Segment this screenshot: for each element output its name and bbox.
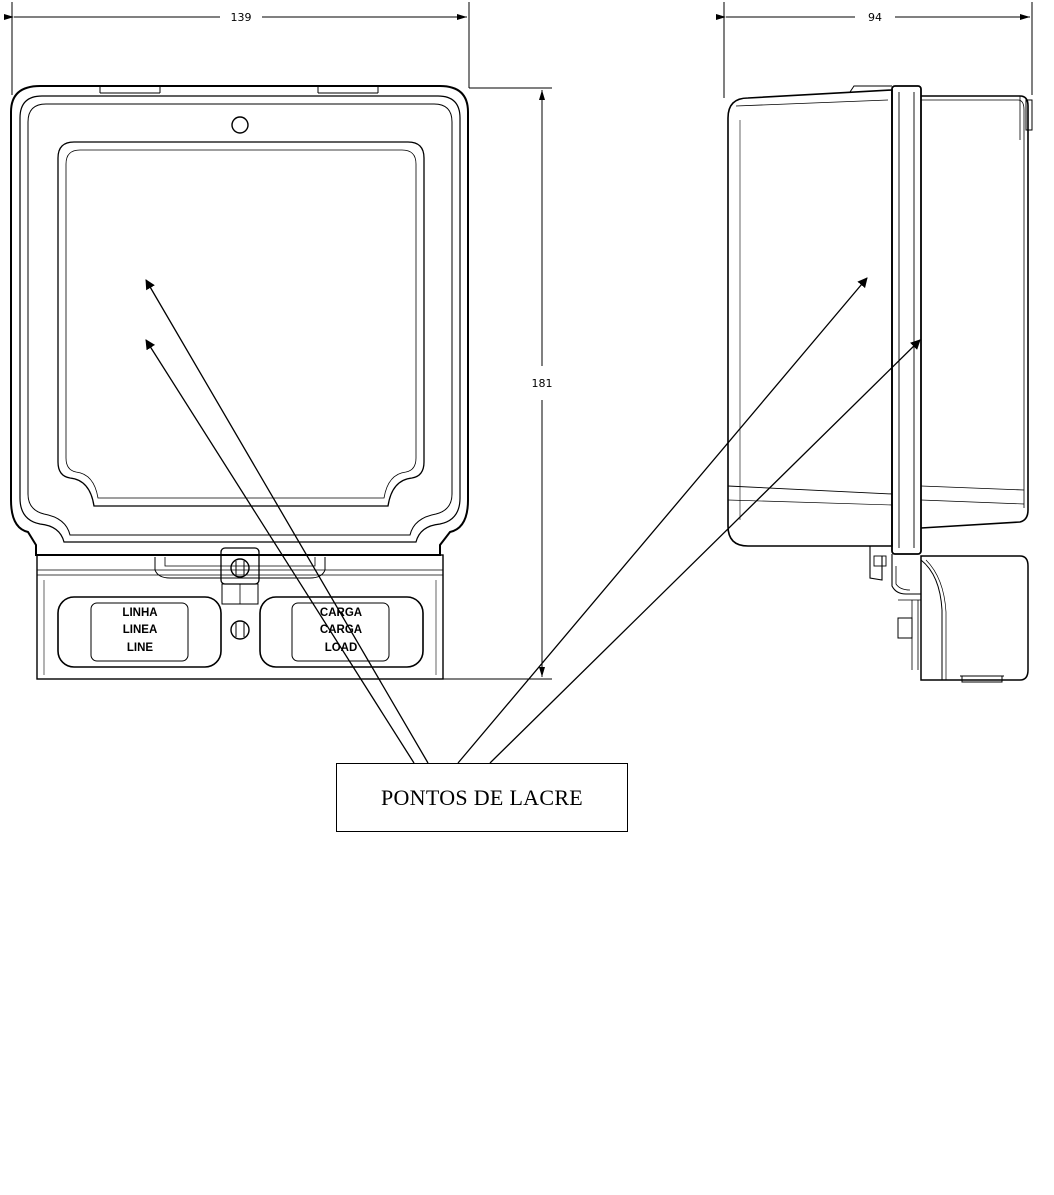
side-cover — [920, 95, 1029, 529]
display-window — [57, 141, 425, 507]
front-view — [4, 2, 552, 680]
leader-arrow-1 — [145, 279, 429, 764]
line-label-plate — [57, 596, 222, 668]
seal-point-leaders — [145, 277, 921, 764]
seal-points-callout: PONTOS DE LACRE — [336, 763, 628, 832]
terminal-block — [36, 554, 444, 680]
line-label-3: LINE — [127, 642, 154, 654]
leader-arrow-4 — [489, 339, 921, 764]
callout-text: PONTOS DE LACRE — [380, 784, 584, 810]
side-body — [727, 89, 893, 547]
side-view — [716, 2, 1033, 683]
front-width-value: 139 — [231, 11, 252, 24]
seal-hole-top — [231, 116, 249, 134]
leader-arrow-2 — [145, 339, 415, 764]
side-terminal — [920, 555, 1029, 681]
load-label-2: CARGA — [320, 624, 362, 636]
side-depth-value: 94 — [868, 11, 882, 24]
side-bezel — [891, 85, 922, 555]
leader-arrow-3 — [457, 277, 868, 764]
center-screw — [230, 620, 250, 640]
line-label-2: LINEA — [123, 624, 158, 636]
line-label-1: LINHA — [122, 607, 157, 619]
front-outer-shell — [10, 85, 469, 556]
load-label-plate — [259, 596, 424, 668]
front-height-value: 181 — [532, 377, 553, 390]
seal-screw — [230, 558, 250, 578]
